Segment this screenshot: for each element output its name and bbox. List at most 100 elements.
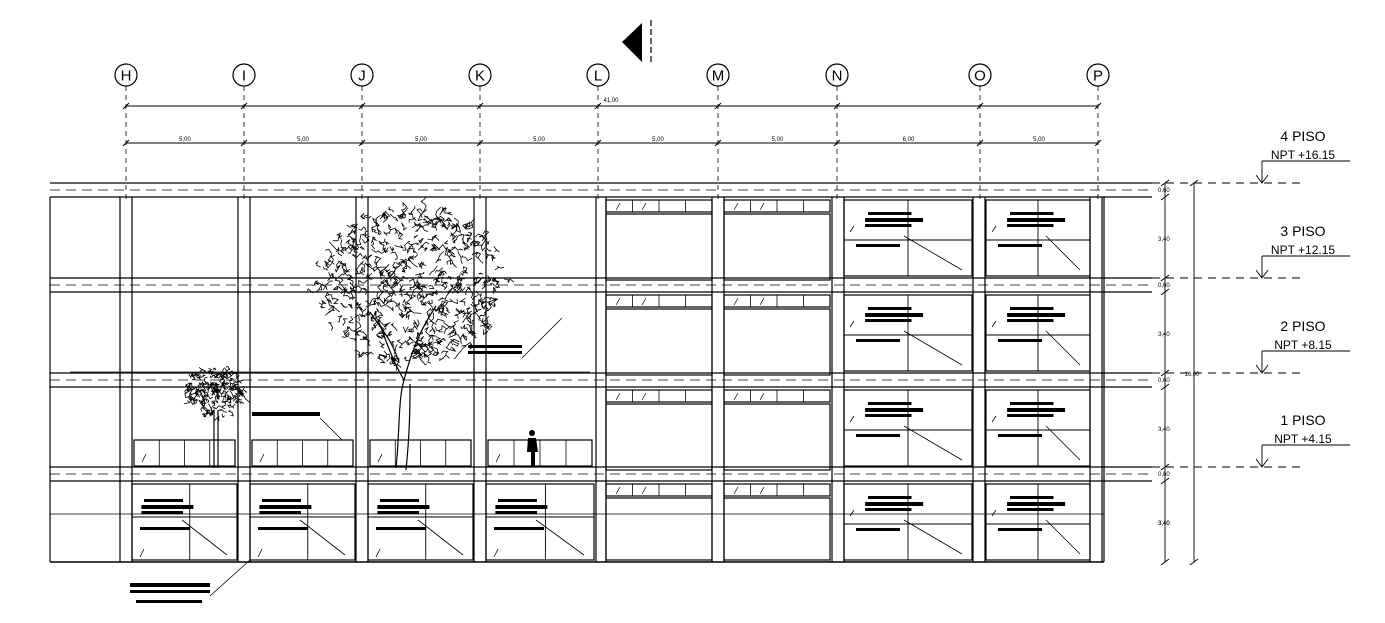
foliage-stroke bbox=[226, 399, 232, 409]
foliage-stroke bbox=[338, 268, 351, 278]
foliage-stroke bbox=[371, 248, 386, 255]
axis-label: H bbox=[121, 68, 132, 85]
foliage-stroke bbox=[419, 341, 424, 347]
foliage-stroke bbox=[328, 241, 340, 251]
foliage-stroke bbox=[416, 279, 421, 285]
annotation-bar bbox=[494, 527, 544, 530]
foliage-stroke bbox=[411, 324, 419, 333]
axis-label: P bbox=[1093, 68, 1103, 85]
annotation-bar bbox=[468, 345, 522, 348]
foliage-stroke bbox=[407, 255, 418, 268]
foliage-stroke bbox=[335, 265, 341, 273]
foliage-stroke bbox=[449, 298, 458, 305]
foliage-stroke bbox=[221, 413, 225, 418]
foliage-stroke bbox=[416, 208, 423, 218]
annotation-bar bbox=[377, 505, 430, 509]
foliage-stroke bbox=[458, 309, 466, 318]
foliage-stroke bbox=[401, 264, 408, 273]
annotation-bar bbox=[868, 212, 912, 215]
foliage-stroke bbox=[447, 332, 461, 340]
foliage-stroke bbox=[408, 216, 416, 223]
foliage-stroke bbox=[463, 327, 474, 336]
annotation-bar bbox=[865, 224, 912, 227]
glass-hatch bbox=[495, 453, 501, 463]
axis-label: M bbox=[712, 68, 725, 85]
foliage-stroke bbox=[205, 409, 210, 413]
foliage-stroke bbox=[455, 278, 461, 285]
foliage-stroke bbox=[419, 342, 427, 349]
foliage-stroke bbox=[340, 283, 348, 295]
glass-hatch bbox=[615, 486, 621, 495]
foliage-stroke bbox=[402, 241, 411, 251]
foliage-stroke bbox=[478, 272, 484, 275]
foliage-stroke bbox=[447, 288, 452, 294]
foliage-stroke bbox=[472, 294, 479, 301]
leader-line bbox=[299, 519, 346, 556]
foliage-stroke bbox=[419, 261, 423, 269]
foliage-stroke bbox=[482, 230, 490, 240]
foliage-stroke bbox=[429, 345, 435, 353]
leader-line bbox=[521, 317, 563, 359]
foliage-stroke bbox=[467, 236, 472, 243]
annotation-bar bbox=[252, 412, 320, 416]
foliage-stroke bbox=[443, 282, 449, 291]
glass-hatch bbox=[733, 297, 739, 306]
foliage-stroke bbox=[349, 286, 356, 293]
dimension-tick bbox=[714, 139, 722, 147]
foliage-stroke bbox=[388, 224, 392, 234]
foliage-stroke bbox=[470, 303, 478, 307]
foliage-stroke bbox=[425, 293, 434, 298]
foliage-stroke bbox=[341, 245, 354, 252]
foliage-stroke bbox=[428, 284, 435, 290]
foliage-stroke bbox=[432, 277, 439, 282]
foliage-stroke bbox=[356, 234, 362, 246]
foliage-stroke bbox=[466, 311, 472, 319]
glass-hatch bbox=[733, 202, 739, 211]
foliage-stroke bbox=[471, 301, 478, 312]
dimension-tick bbox=[240, 139, 248, 147]
foliage-stroke bbox=[385, 272, 391, 280]
foliage-stroke bbox=[483, 329, 489, 336]
foliage-stroke bbox=[371, 228, 377, 234]
foliage-stroke bbox=[213, 405, 226, 410]
foliage-stroke bbox=[195, 388, 202, 393]
foliage-stroke bbox=[346, 228, 356, 238]
foliage-stroke bbox=[441, 301, 449, 307]
foliage-stroke bbox=[456, 222, 461, 230]
annotation-bar bbox=[1007, 408, 1066, 412]
foliage-stroke bbox=[381, 247, 389, 254]
axis-label: N bbox=[832, 68, 843, 85]
foliage-stroke bbox=[408, 278, 416, 288]
foliage-stroke bbox=[348, 315, 354, 324]
foliage-stroke bbox=[390, 279, 404, 289]
foliage-stroke bbox=[383, 350, 391, 362]
foliage-stroke bbox=[373, 299, 377, 306]
foliage-stroke bbox=[493, 246, 500, 253]
foliage-stroke bbox=[469, 343, 473, 350]
window-frame bbox=[605, 213, 713, 281]
foliage-stroke bbox=[221, 401, 227, 408]
foliage-stroke bbox=[375, 214, 381, 226]
foliage-stroke bbox=[218, 409, 227, 413]
foliage-stroke bbox=[340, 302, 348, 308]
foliage-stroke bbox=[322, 266, 328, 271]
slab-dimension: 0,60 bbox=[1158, 378, 1170, 384]
foliage-stroke bbox=[343, 267, 350, 277]
foliage-stroke bbox=[417, 212, 424, 222]
foliage-stroke bbox=[435, 336, 442, 344]
glass-hatch bbox=[759, 392, 765, 401]
foliage-stroke bbox=[419, 358, 428, 366]
foliage-stroke bbox=[418, 237, 424, 244]
foliage-stroke bbox=[452, 239, 456, 244]
foliage-stroke bbox=[412, 349, 420, 355]
foliage-stroke bbox=[424, 321, 429, 326]
dimension-tick bbox=[714, 102, 722, 110]
span-dimension: 5,00 bbox=[533, 137, 545, 143]
glass-hatch bbox=[759, 486, 765, 495]
foliage-stroke bbox=[430, 243, 438, 252]
foliage-stroke bbox=[453, 234, 463, 241]
annotation-bar bbox=[1010, 212, 1054, 215]
glass-hatch bbox=[257, 548, 263, 558]
dimension-tick bbox=[240, 102, 248, 110]
foliage-stroke bbox=[433, 216, 442, 221]
